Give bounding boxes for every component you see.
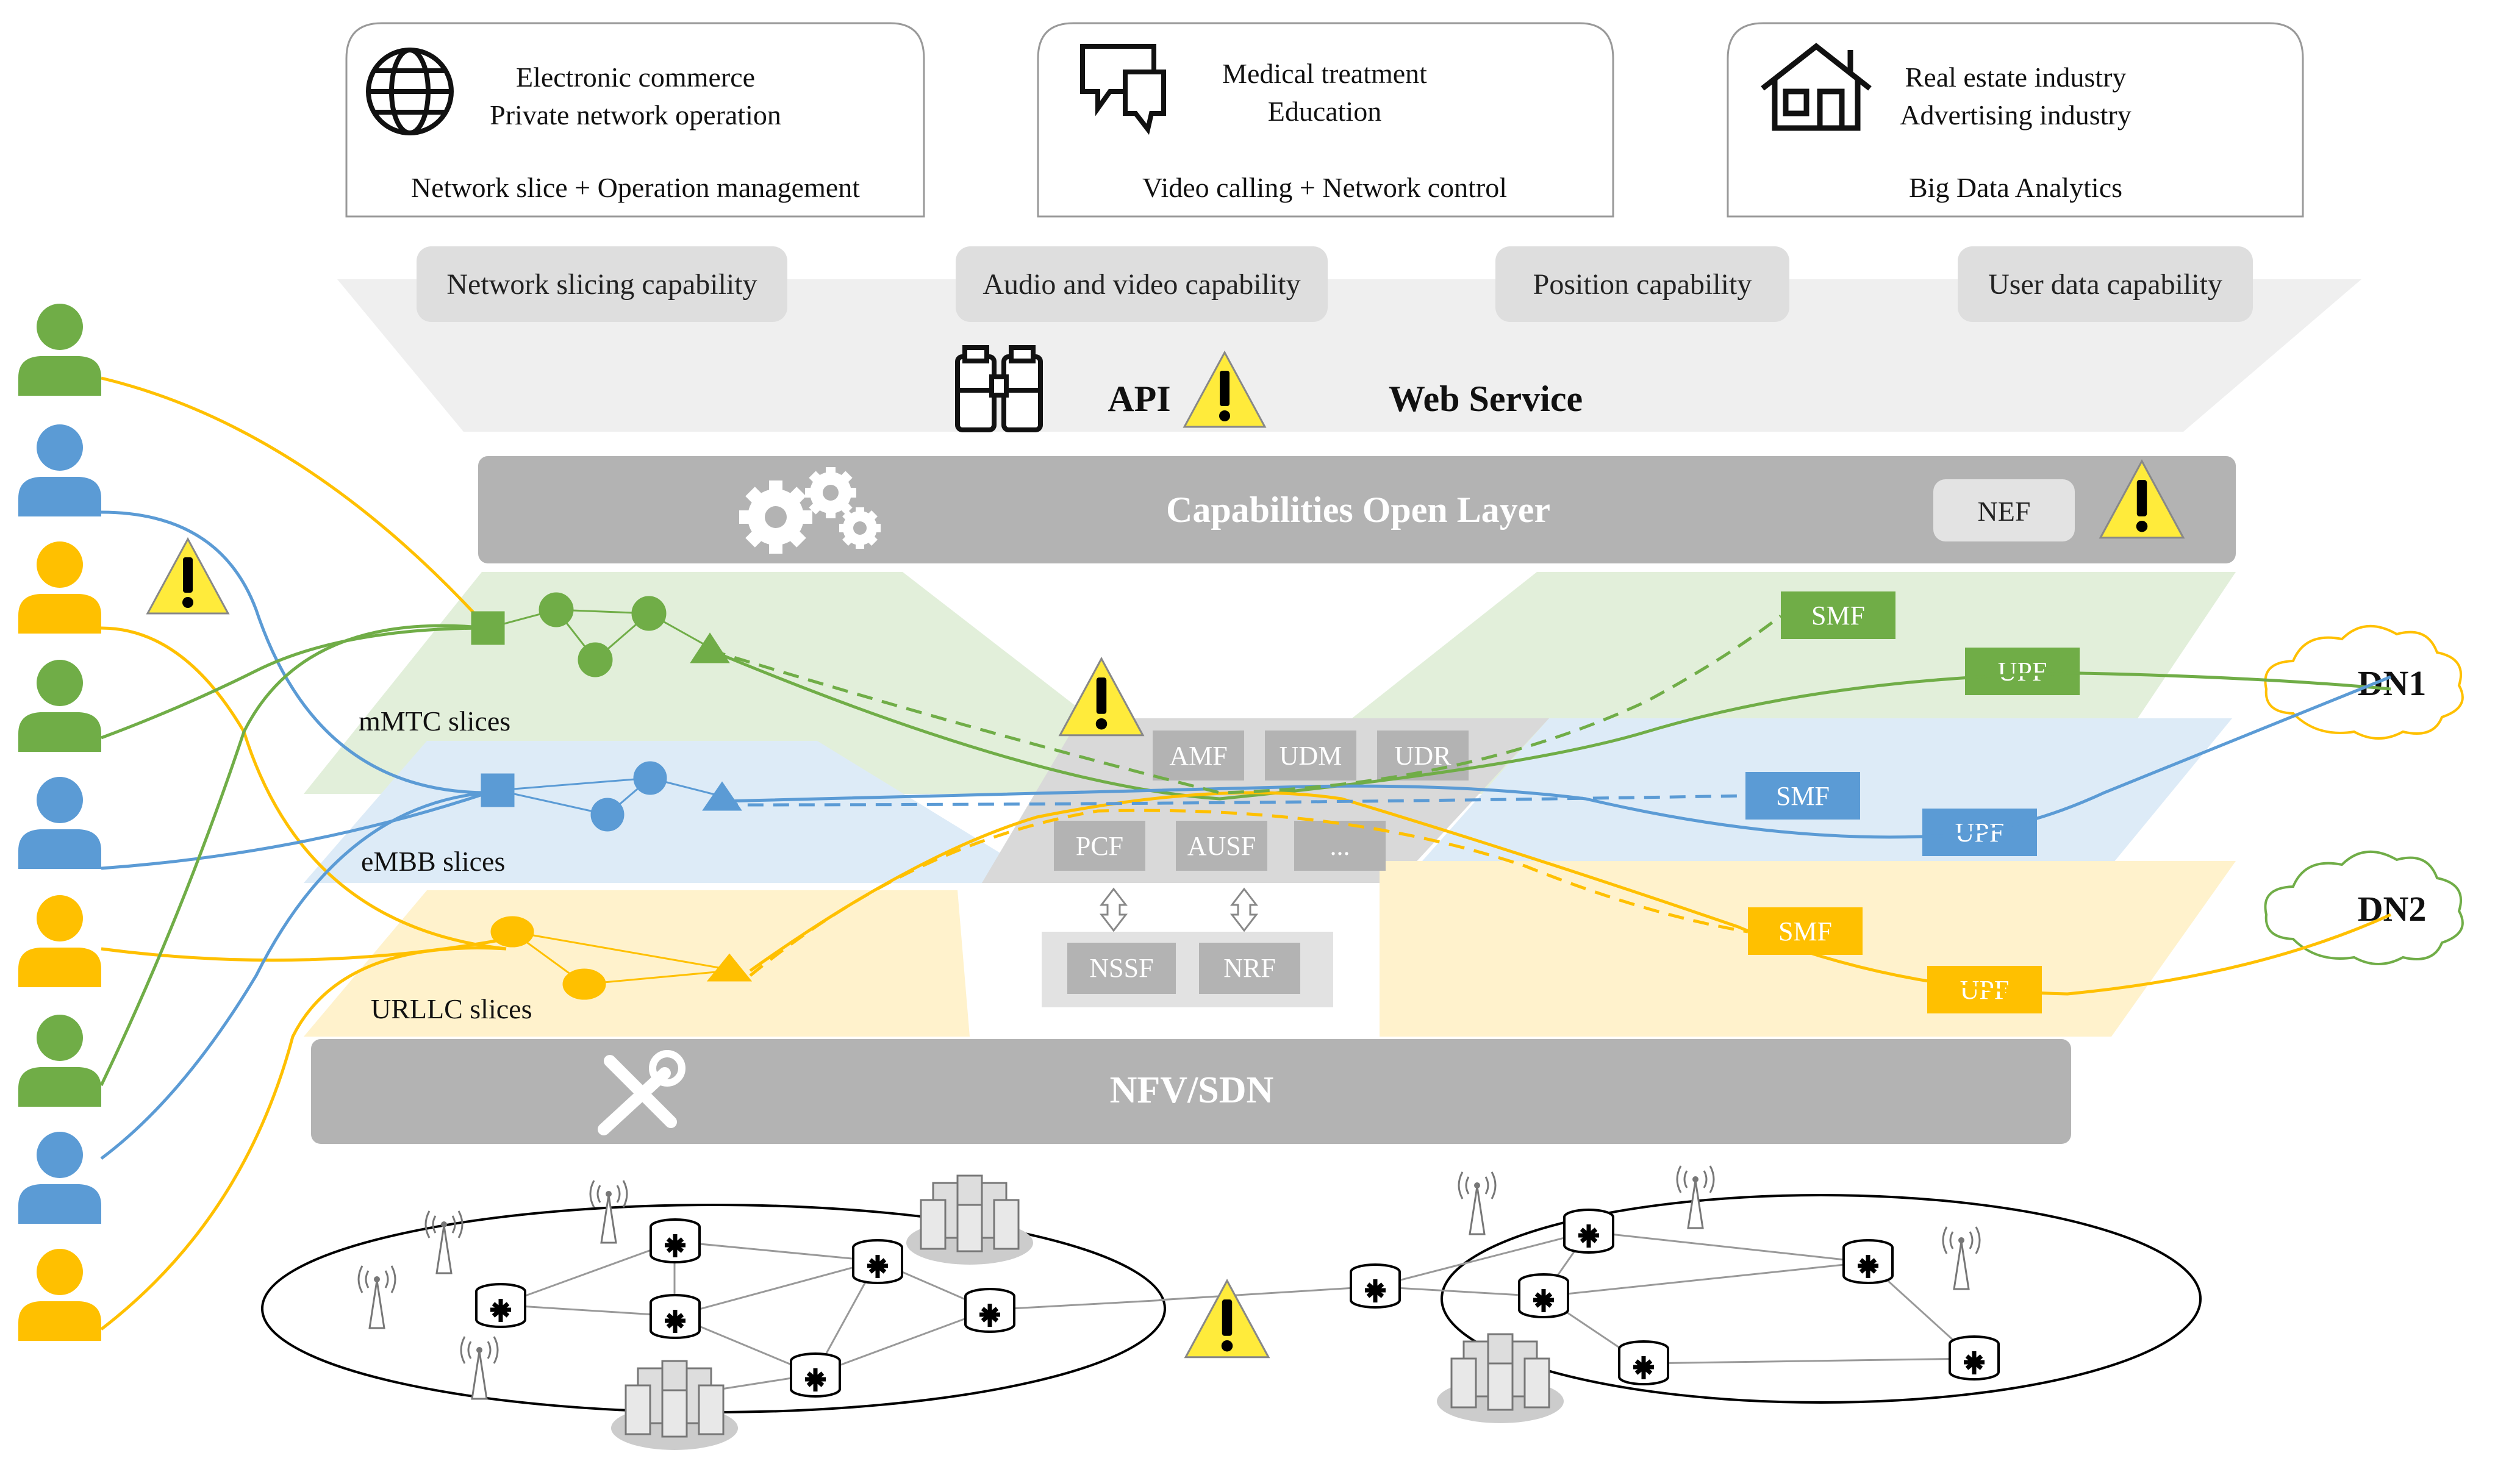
use-case-line2: Private network operation <box>490 99 781 130</box>
user-icon-blue <box>18 424 101 516</box>
nf-more-label: ... <box>1330 831 1350 861</box>
use-case-line1: Electronic commerce <box>516 62 755 93</box>
warning-icon <box>1184 1279 1270 1359</box>
use-case-line1: Real estate industry <box>1905 62 2127 93</box>
dn2-cloud <box>2264 850 2464 965</box>
capabilities-open-layer <box>478 456 2236 563</box>
infrastructure-right <box>1158 1165 2202 1424</box>
binoculars-icon <box>955 345 1043 432</box>
web-service-label: Web Service <box>1389 379 1583 419</box>
dn1-cloud <box>2264 624 2464 740</box>
capability-label: Position capability <box>1533 268 1752 301</box>
nf-ausf-label: AUSF <box>1187 831 1256 861</box>
user-icon-green <box>18 1015 101 1107</box>
smf-label: SMF <box>1776 781 1830 811</box>
capability-pills: Network slicing capability Audio and vid… <box>417 246 2253 322</box>
gears-icon <box>739 467 881 554</box>
nf-pcf-label: PCF <box>1076 831 1123 861</box>
nf-amf-label: AMF <box>1169 741 1227 771</box>
use-case-line2: Advertising industry <box>1900 99 2131 130</box>
user-links <box>99 376 507 1331</box>
slice-planes <box>304 572 2236 1037</box>
infrastructure-left <box>261 1174 1166 1451</box>
use-case-box-medical: Medical treatment Education Video callin… <box>1037 22 1614 218</box>
smf-label: SMF <box>1778 916 1832 946</box>
use-case-line2: Education <box>1268 96 1382 127</box>
globe-icon <box>366 48 454 135</box>
mmtc-graph <box>471 592 730 677</box>
use-case-line1: Medical treatment <box>1222 58 1427 89</box>
core-nf-blocks: AMF UDM UDR PCF AUSF ... <box>1054 730 1469 871</box>
user-icon-green <box>18 660 101 752</box>
user-icon-blue <box>18 1132 101 1224</box>
api-label: API <box>1108 379 1170 419</box>
slice-paths <box>709 648 2392 996</box>
capability-label: User data capability <box>1988 268 2222 301</box>
use-case-bottom: Big Data Analytics <box>1909 172 2122 203</box>
tools-icon <box>598 1050 685 1135</box>
smf-urllc-box <box>1748 907 1863 955</box>
nssf-box <box>1067 943 1176 994</box>
urllc-slices-label: URLLC slices <box>371 993 532 1024</box>
dn2-label: DN2 <box>2358 889 2427 929</box>
use-case-box-commerce: Electronic commerce Private network oper… <box>345 22 925 218</box>
upf-label: UPF <box>1998 657 2047 687</box>
embb-slices-label: eMBB slices <box>361 846 505 877</box>
chat-bubbles-icon <box>1080 44 1166 135</box>
urllc-graph <box>490 916 753 1000</box>
capability-label: Network slicing capability <box>446 268 757 301</box>
nfv-sdn-label: NFV/SDN <box>1110 1070 1274 1111</box>
user-icon-yellow <box>18 895 101 987</box>
smf-mmtc-box <box>1781 591 1895 639</box>
nf-udm-label: UDM <box>1280 741 1342 771</box>
user-icon-yellow <box>18 1249 101 1341</box>
use-case-bottom: Network slice + Operation management <box>411 172 860 203</box>
embb-graph <box>481 761 742 832</box>
user-icon-yellow <box>18 541 101 634</box>
use-case-box-realestate: Real estate industry Advertising industr… <box>1727 22 2304 218</box>
house-icon <box>1761 43 1872 131</box>
open-layer-title: Capabilities Open Layer <box>1166 490 1550 530</box>
smf-embb-box <box>1745 772 1860 820</box>
user-icon-green <box>18 304 101 396</box>
smf-label: SMF <box>1811 601 1865 630</box>
nf-nrf-label: NRF <box>1223 953 1276 983</box>
warning-icon <box>1059 657 1144 737</box>
nef-box <box>1933 479 2075 541</box>
nf-nssf-label: NSSF <box>1089 953 1153 983</box>
dn1-label: DN1 <box>2358 663 2427 703</box>
user-icon-blue <box>18 777 101 869</box>
nf-udr-label: UDR <box>1395 741 1452 771</box>
upf-mmtc-box <box>1965 648 2080 695</box>
nfv-sdn-layer <box>311 1039 2071 1144</box>
capability-label: Audio and video capability <box>983 268 1300 301</box>
nef-label: NEF <box>1978 496 2031 527</box>
nrf-box <box>1199 943 1300 994</box>
mmtc-slices-label: mMTC slices <box>359 705 510 737</box>
use-case-bottom: Video calling + Network control <box>1142 172 1507 203</box>
capability-band <box>337 279 2361 432</box>
double-arrows <box>1099 887 1259 932</box>
slice-paths-dashed <box>709 615 1782 977</box>
